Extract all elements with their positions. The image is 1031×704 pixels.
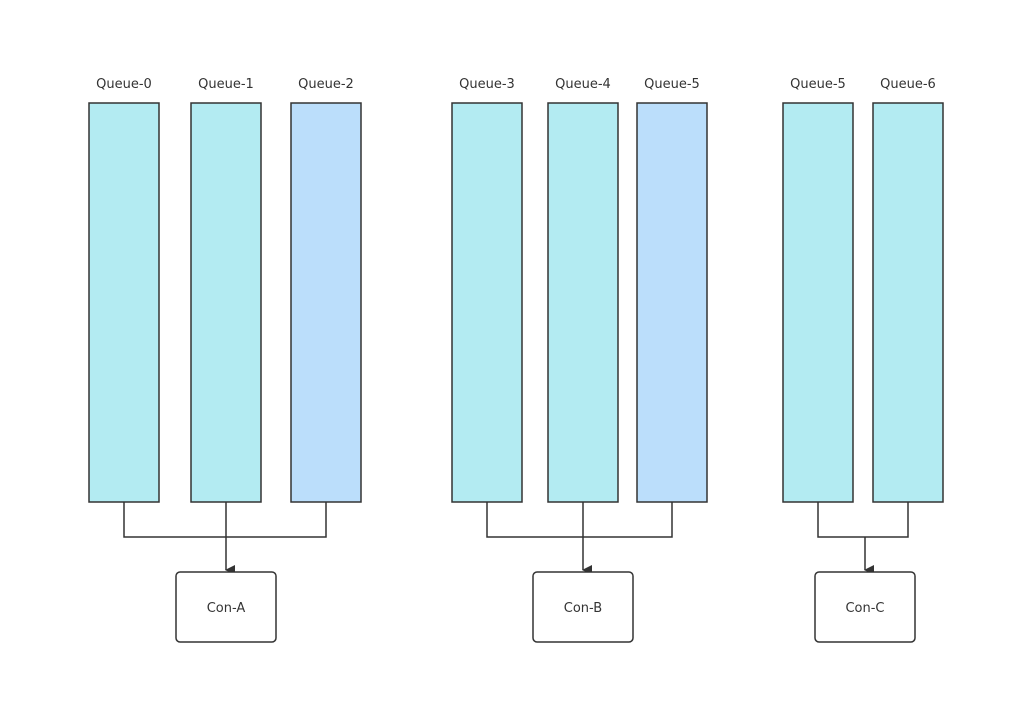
queue-5-bar [636,102,708,503]
consumer-b: Con-B [532,571,634,643]
queue-3: Queue-3 [451,77,523,503]
queue-3-label: Queue-3 [459,77,515,92]
consumer-a-label: Con-A [207,601,246,616]
queue-6-label: Queue-5 [790,77,846,92]
queue-1-label: Queue-1 [198,77,254,92]
consumer-b-box [532,571,634,643]
queue-4: Queue-4 [547,77,619,503]
queue-6-bar [782,102,854,503]
queue-4-label: Queue-4 [555,77,611,92]
queue-0-bar [88,102,160,503]
consumer-b-label: Con-B [564,601,602,616]
queue-6: Queue-5 [782,77,854,503]
queue-3-bar [451,102,523,503]
queue-2-bar [290,102,362,503]
consumer-a-box [175,571,277,643]
queue-7-bar [872,102,944,503]
queue-7: Queue-6 [872,77,944,503]
queue-0: Queue-0 [88,77,160,503]
consumer-c-box [814,571,916,643]
consumer-c-label: Con-C [845,601,884,616]
queue-2: Queue-2 [290,77,362,503]
queue-5: Queue-5 [636,77,708,503]
group-b-connector [486,502,673,575]
queue-0-label: Queue-0 [96,77,152,92]
queue-5-label: Queue-5 [644,77,700,92]
queue-7-label: Queue-6 [880,77,936,92]
consumer-a: Con-A [175,571,277,643]
group-a-connector [123,502,327,575]
queue-1-bar [190,102,262,503]
queue-1: Queue-1 [190,77,262,503]
queue-4-bar [547,102,619,503]
consumer-c: Con-C [814,571,916,643]
group-c-connector [817,502,909,575]
queue-2-label: Queue-2 [298,77,354,92]
